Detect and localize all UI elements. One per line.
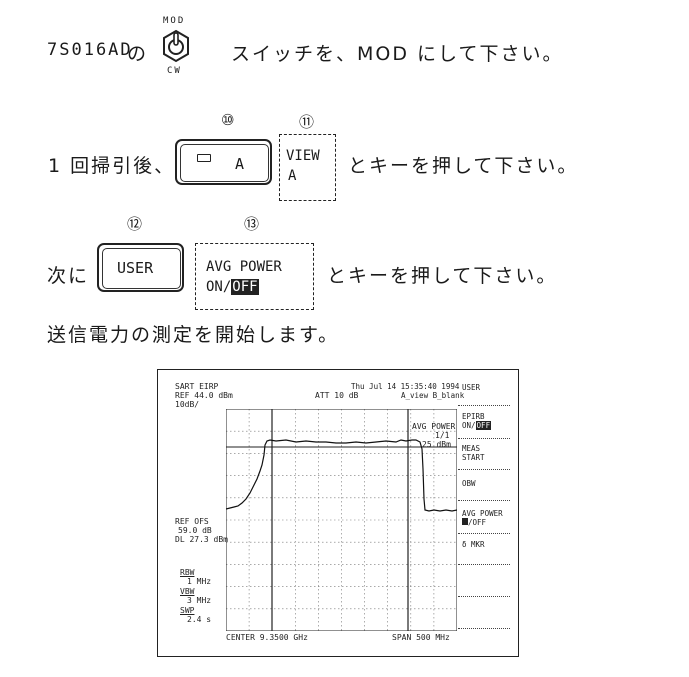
rotary-switch-icon	[163, 29, 189, 63]
ref-offset-value: 59.0 dB	[178, 526, 212, 535]
softkey-avg-power-state: /OFF	[462, 518, 486, 527]
mod-cw-switch[interactable]: MOD CW	[158, 16, 194, 80]
key-a-label: A	[235, 155, 245, 173]
line1-instruction: スイッチを、MOD にして下さい。	[231, 43, 564, 65]
softkey-avg-power[interactable]: AVG POWER /OFF	[458, 502, 510, 532]
vbw-value: 3 MHz	[187, 596, 212, 605]
softkey-epirb[interactable]: EPIRB ON/OFF	[458, 407, 510, 437]
spectrum-plot	[226, 409, 457, 631]
soft-key-avg-line2: ON/OFF	[206, 279, 259, 295]
attenuation: ATT 10 dB	[315, 391, 359, 400]
screen-title: SART EIRP	[175, 382, 219, 391]
avg-power-readout-label: AVG POWER	[412, 422, 456, 431]
line3-prefix: 次に	[47, 265, 90, 287]
switch-cw-label: CW	[167, 66, 182, 76]
avg-power-soft-key[interactable]: AVG POWER ON/OFF	[195, 243, 314, 310]
rbw-value: 1 MHz	[187, 577, 212, 586]
softkey-obw[interactable]: OBW	[458, 471, 510, 499]
center-frequency: CENTER 9.3500 GHz	[226, 633, 308, 642]
step-number-12: ⑫	[127, 215, 143, 233]
softkey-user-title: USER	[462, 383, 481, 392]
line2-suffix: とキーを押して下さい。	[348, 155, 579, 177]
user-hard-key[interactable]: USER	[97, 243, 184, 292]
sweep-label: SWP	[180, 606, 195, 615]
line3-suffix: とキーを押して下さい。	[327, 265, 558, 287]
softkey-avg-power-label: AVG POWER	[462, 509, 503, 518]
softkey-meas-start[interactable]: MEAS START	[458, 440, 510, 468]
line4-text: 送信電力の測定を開始します。	[47, 324, 340, 346]
view-a-soft-key[interactable]: VIEW A	[279, 134, 336, 201]
avg-power-readout-value: 25 dBm	[422, 440, 451, 449]
display-line-value: DL 27.3 dBm	[175, 535, 228, 544]
soft-key-avg-line1: AVG POWER	[206, 259, 282, 275]
vbw-label: VBW	[180, 587, 195, 596]
softkey-panel: USER EPIRB ON/OFF MEAS START OBW AVG POW…	[458, 380, 513, 650]
softkey-obw-label: OBW	[462, 479, 476, 488]
step-number-13: ⑬	[244, 215, 260, 233]
key-indicator-lamp	[197, 154, 211, 162]
softkey-meas-label: MEAS	[462, 444, 481, 453]
particle-no: の	[127, 43, 149, 65]
frequency-span: SPAN 500 MHz	[392, 633, 450, 642]
spectrum-trace	[226, 439, 457, 512]
switch-mod-label: MOD	[163, 16, 186, 26]
line2-prefix: 1 回掃引後、	[48, 155, 176, 177]
scale-per-div: 10dB/	[175, 400, 200, 409]
analyzer-screen: SART EIRP REF 44.0 dBm 10dB/ ATT 10 dB T…	[157, 369, 519, 657]
softkey-delta-marker-label: δ MKR	[462, 540, 485, 549]
softkey-start-label: START	[462, 453, 485, 462]
avg-power-readout-count: 1/1	[435, 431, 450, 440]
view-a-hard-key[interactable]: A	[175, 139, 272, 185]
sweep-value: 2.4 s	[187, 615, 212, 624]
softkey-epirb-state: ON/OFF	[462, 421, 492, 430]
trace-view-status: A_view B_blank	[401, 391, 465, 400]
rbw-label: RBW	[180, 568, 195, 577]
date-time: Thu Jul 14 15:35:40 1994	[351, 382, 460, 391]
softkey-epirb-label: EPIRB	[462, 412, 485, 421]
avg-on-label: ON/	[206, 279, 232, 295]
model-name: 7S016AD	[47, 40, 133, 60]
softkey-delta-marker[interactable]: δ MKR	[458, 535, 510, 563]
soft-key-view-line1: VIEW	[286, 148, 320, 164]
graticule	[226, 409, 457, 631]
ref-offset-label: REF OFS	[175, 517, 209, 526]
step-number-11: ⑪	[299, 113, 315, 131]
avg-off-label-highlighted: OFF	[231, 279, 259, 295]
step-number-10: ⑩	[221, 111, 235, 129]
ref-level: REF 44.0 dBm	[175, 391, 233, 400]
soft-key-view-line2: A	[288, 168, 297, 184]
user-key-label: USER	[117, 259, 154, 277]
